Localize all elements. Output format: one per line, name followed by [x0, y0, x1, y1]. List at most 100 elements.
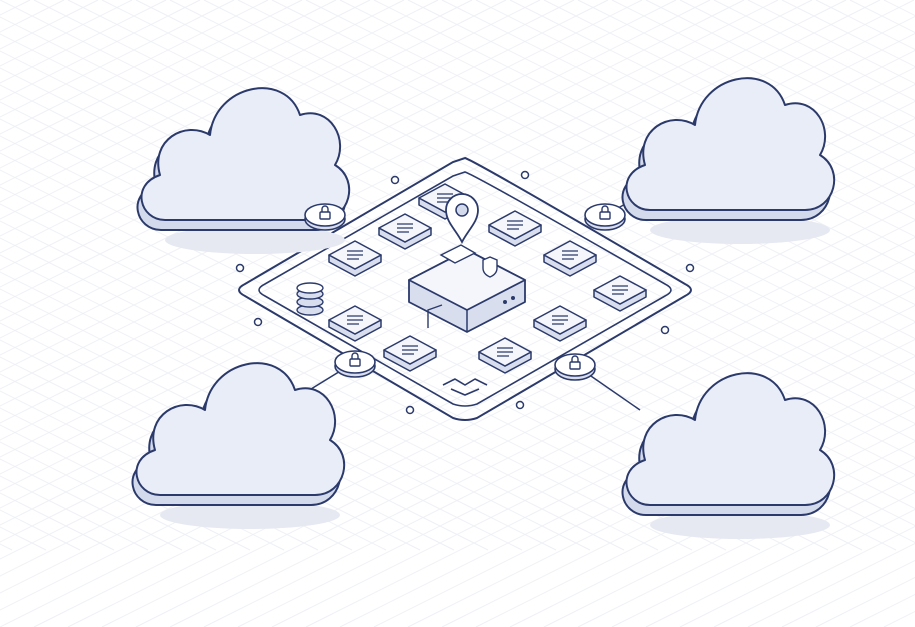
tile-glyph — [612, 285, 628, 295]
grid-line — [0, 237, 625, 551]
grid-line — [645, 0, 915, 136]
cloud-shadow — [160, 501, 340, 529]
grid-line — [169, 0, 915, 374]
grid-line — [373, 355, 915, 627]
shield-icon — [482, 256, 498, 278]
grid-line — [0, 424, 251, 551]
grid-line — [645, 491, 915, 627]
grid-line — [237, 287, 915, 627]
cloud-shadow — [650, 216, 830, 244]
grid-line — [0, 169, 761, 551]
grid-line — [849, 0, 915, 34]
grid-line — [883, 0, 915, 17]
grid-line — [679, 0, 915, 119]
grid-line — [169, 253, 915, 627]
bar-chart-icon — [593, 275, 647, 312]
lock-icon — [599, 211, 611, 220]
cloud-shadow — [165, 226, 345, 254]
grid-line — [0, 203, 693, 551]
grid-line — [407, 372, 915, 627]
cloud-face — [135, 362, 346, 496]
grid-line — [0, 0, 133, 67]
handshake-icon — [442, 378, 488, 396]
grid-line — [441, 0, 915, 238]
grid-line — [0, 390, 319, 551]
speedometer-icon — [478, 337, 532, 374]
ring-dot — [405, 405, 415, 415]
gauge-device-icon — [533, 305, 587, 342]
grid-line — [0, 254, 591, 551]
grid-line — [0, 0, 541, 271]
cpu-chip-icon — [328, 240, 382, 277]
grid-line — [271, 304, 915, 627]
lock-top-right — [584, 203, 626, 231]
grid-line — [203, 270, 915, 627]
grid-line — [0, 0, 915, 459]
grid-line — [305, 0, 915, 306]
grid-line — [441, 389, 915, 627]
media-player-icon — [328, 305, 382, 342]
cloud-top-left — [136, 87, 351, 254]
clouds — [131, 77, 836, 539]
ring-dot — [253, 317, 263, 327]
lock-icon — [349, 358, 361, 367]
grid-line — [0, 0, 745, 373]
grid-line — [0, 0, 269, 135]
grid-line — [0, 0, 779, 390]
ring-dot — [660, 325, 670, 335]
grid-line — [713, 0, 915, 102]
grid-line — [0, 0, 677, 339]
grid-line — [475, 0, 915, 221]
inner-ring — [258, 171, 672, 407]
lock-bottom-left — [334, 350, 376, 378]
lock-icon — [319, 211, 331, 220]
grid-line — [849, 593, 915, 627]
tile-glyph — [397, 223, 413, 233]
grid-line — [339, 338, 915, 627]
grid-line — [0, 0, 609, 305]
grid-line — [0, 0, 575, 288]
ring-dot — [390, 175, 400, 185]
grid-line — [0, 407, 285, 551]
tile-glyph — [347, 315, 363, 325]
ring-dot — [235, 263, 245, 273]
grid-line — [0, 0, 303, 152]
tile-glyph — [552, 315, 568, 325]
sliders-icon — [383, 335, 437, 372]
lock-top-left — [304, 203, 346, 231]
grid-line — [611, 0, 915, 153]
cloud-bottom-left — [131, 362, 346, 529]
grid-line — [203, 0, 915, 357]
grid-line — [0, 0, 405, 203]
grid-line — [0, 0, 711, 356]
ring-dot — [685, 263, 695, 273]
grid-line — [0, 271, 557, 551]
cloud-bottom-right — [621, 372, 836, 539]
grid-line — [0, 0, 507, 254]
location-pin-icon — [427, 193, 479, 328]
grid-line — [305, 321, 915, 627]
central-hub — [408, 193, 526, 333]
document-icon — [439, 244, 477, 264]
ring-dot — [515, 400, 525, 410]
grid-line — [679, 508, 915, 627]
ring-dot — [520, 170, 530, 180]
cloud-shadow — [650, 511, 830, 539]
database-icon — [296, 282, 324, 316]
grid-line — [0, 0, 201, 101]
grid-line — [237, 0, 915, 340]
grid-line — [271, 0, 915, 323]
outer-ring — [238, 156, 692, 421]
cloud-face — [625, 77, 836, 211]
tile-glyph — [562, 250, 578, 260]
device-tiles — [296, 183, 647, 396]
grid-line — [509, 0, 915, 204]
keypad-icon — [488, 210, 542, 247]
grid-line — [0, 0, 847, 424]
grid-line — [0, 220, 659, 551]
grid-line — [0, 0, 643, 322]
grid-line — [33, 0, 915, 442]
